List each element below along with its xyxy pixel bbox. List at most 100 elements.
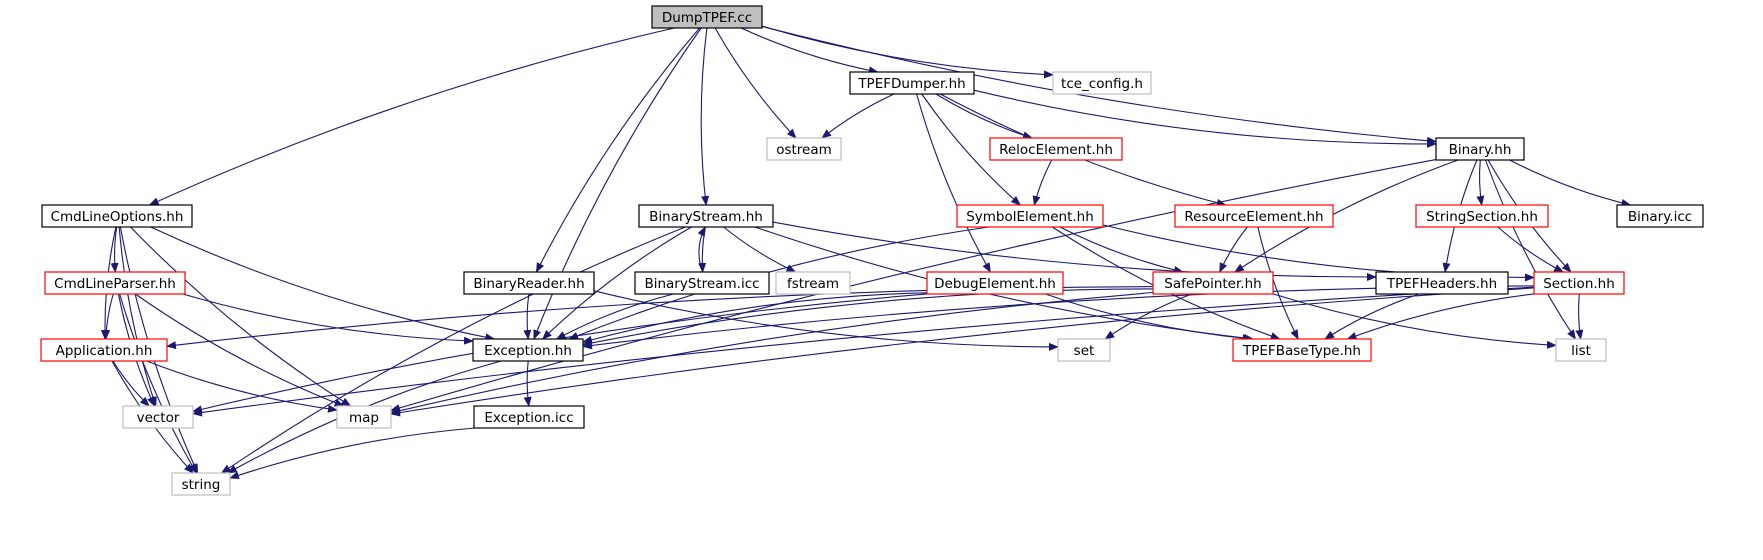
node-box (44, 271, 186, 295)
node-label: Exception.icc (484, 410, 573, 426)
node-label: ostream (776, 142, 832, 158)
node-box (40, 338, 168, 362)
node-box (634, 271, 770, 295)
edge-cmdlineoptions-hh-to-map (130, 226, 352, 407)
edge-relocelement-hh-to-symbolelement-hh (1032, 159, 1053, 206)
edge-dumptpef-cc-to-binary-hh (761, 25, 1437, 145)
edge-tpefdumper-hh-to-binary-hh (973, 89, 1437, 148)
node-dumptpef-cc[interactable]: DumpTPEF.cc (651, 5, 763, 29)
node-box (1415, 204, 1549, 228)
edge-binarystream-icc-to-exception-hh (555, 293, 674, 340)
edge-tpefdumper-hh-to-symbolelement-hh (921, 93, 1021, 206)
edge-binarystream-icc-to-binarystream-hh (697, 226, 706, 273)
node-symbolelement-hh[interactable]: SymbolElement.hh (956, 204, 1104, 228)
node-binaryreader-hh[interactable]: BinaryReader.hh (463, 271, 595, 295)
edge-binarystream-hh-to-string (220, 226, 686, 474)
node-safepointer-hh[interactable]: SafePointer.hh (1152, 271, 1274, 295)
node-tpefdumper-hh[interactable]: TPEFDumper.hh (849, 71, 975, 95)
edge-binary-hh-to-safepointer-hh (1234, 159, 1459, 273)
node-label: CmdLineParser.hh (54, 276, 176, 292)
edge-exception-icc-to-string (229, 427, 476, 480)
node-binary-hh[interactable]: Binary.hh (1435, 137, 1525, 161)
node-box (766, 137, 842, 161)
node-label: Binary.hh (1449, 142, 1512, 158)
node-box (171, 472, 231, 496)
node-label: BinaryStream.icc (644, 276, 759, 292)
node-label: Binary.icc (1628, 209, 1692, 225)
node-label: list (1571, 343, 1591, 359)
node-label: set (1074, 343, 1095, 359)
edge-tpefdumper-hh-to-debugelement-hh (916, 93, 991, 273)
edge-binaryreader-hh-to-exception-hh (523, 293, 532, 340)
node-fstream: fstream (775, 271, 851, 295)
node-cmdlineparser-hh[interactable]: CmdLineParser.hh (44, 271, 186, 295)
node-label: Section.hh (1543, 276, 1615, 292)
node-box (638, 204, 774, 228)
node-label: BinaryReader.hh (473, 276, 584, 292)
node-ostream: ostream (766, 137, 842, 161)
node-relocelement-hh[interactable]: RelocElement.hh (989, 137, 1123, 161)
node-binarystream-icc[interactable]: BinaryStream.icc (634, 271, 770, 295)
node-application-hh[interactable]: Application.hh (40, 338, 168, 362)
edge-section-hh-to-list (1575, 293, 1584, 340)
edge-binary-hh-to-stringsection-hh (1476, 159, 1485, 206)
edge-application-hh-to-map (146, 360, 338, 413)
node-label: vector (137, 410, 180, 426)
node-tpefbasetype-hh[interactable]: TPEFBaseType.hh (1232, 338, 1372, 362)
edge-section-hh-to-map (390, 287, 1535, 417)
edge-cmdlineparser-hh-to-exception-hh (182, 293, 474, 345)
node-label: fstream (787, 276, 839, 292)
node-box (1616, 204, 1704, 228)
node-exception-hh[interactable]: Exception.hh (472, 338, 584, 362)
node-box (473, 405, 585, 429)
node-label: SafePointer.hh (1164, 276, 1261, 292)
edge-debugelement-hh-to-tpefbasetype-hh (1045, 293, 1253, 343)
node-box (651, 5, 763, 29)
edge-debugelement-hh-to-exception-hh (582, 292, 928, 344)
edge-dumptpef-cc-to-ostream (714, 27, 797, 139)
node-label: ResourceElement.hh (1184, 209, 1323, 225)
node-label: RelocElement.hh (999, 142, 1113, 158)
edge-stringsection-hh-to-section-hh (1497, 226, 1564, 273)
node-section-hh[interactable]: Section.hh (1533, 271, 1625, 295)
node-string: string (171, 472, 231, 496)
edge-safepointer-hh-to-exception-hh (582, 288, 1154, 347)
node-box (775, 271, 851, 295)
node-box (1435, 137, 1525, 161)
edge-safepointer-hh-to-list (1272, 293, 1557, 349)
node-resourceelement-hh[interactable]: ResourceElement.hh (1174, 204, 1334, 228)
edge-dumptpef-cc-to-exception-hh (533, 27, 702, 340)
node-exception-icc[interactable]: Exception.icc (473, 405, 585, 429)
node-box (122, 405, 194, 429)
edge-binary-hh-to-binary-icc (1509, 159, 1632, 207)
edge-cmdlineparser-hh-to-application-hh (102, 293, 114, 340)
node-label: StringSection.hh (1426, 209, 1538, 225)
edge-application-hh-to-vector (112, 360, 150, 407)
node-label: DebugElement.hh (934, 276, 1056, 292)
node-tpefheaders-hh[interactable]: TPEFHeaders.hh (1375, 271, 1509, 295)
node-box (1555, 338, 1607, 362)
node-stringsection-hh[interactable]: StringSection.hh (1415, 204, 1549, 228)
node-box (1375, 271, 1509, 295)
node-box (472, 338, 584, 362)
node-tce-config-h: tce_config.h (1052, 71, 1152, 95)
edge-binarystream-hh-to-tpefheaders-hh (772, 221, 1377, 282)
node-set: set (1057, 338, 1111, 362)
edge-binarystream-hh-to-exception-hh (541, 226, 692, 340)
node-cmdlineoptions-hh[interactable]: CmdLineOptions.hh (41, 204, 193, 228)
node-box (1533, 271, 1625, 295)
node-binarystream-hh[interactable]: BinaryStream.hh (638, 204, 774, 228)
node-box (1232, 338, 1372, 362)
node-vector: vector (122, 405, 194, 429)
edge-tpefdumper-hh-to-relocelement-hh (935, 93, 1033, 140)
node-list: list (1555, 338, 1607, 362)
node-label: TPEFBaseType.hh (1242, 343, 1361, 359)
node-box (1152, 271, 1274, 295)
edge-dumptpef-cc-to-binaryreader-hh (535, 27, 701, 273)
edge-exception-hh-to-exception-icc (523, 360, 532, 407)
node-debugelement-hh[interactable]: DebugElement.hh (926, 271, 1064, 295)
edge-dumptpef-cc-to-binarystream-hh (700, 27, 710, 206)
edge-binarystream-hh-to-fstream (723, 226, 797, 273)
node-binary-icc[interactable]: Binary.icc (1616, 204, 1704, 228)
